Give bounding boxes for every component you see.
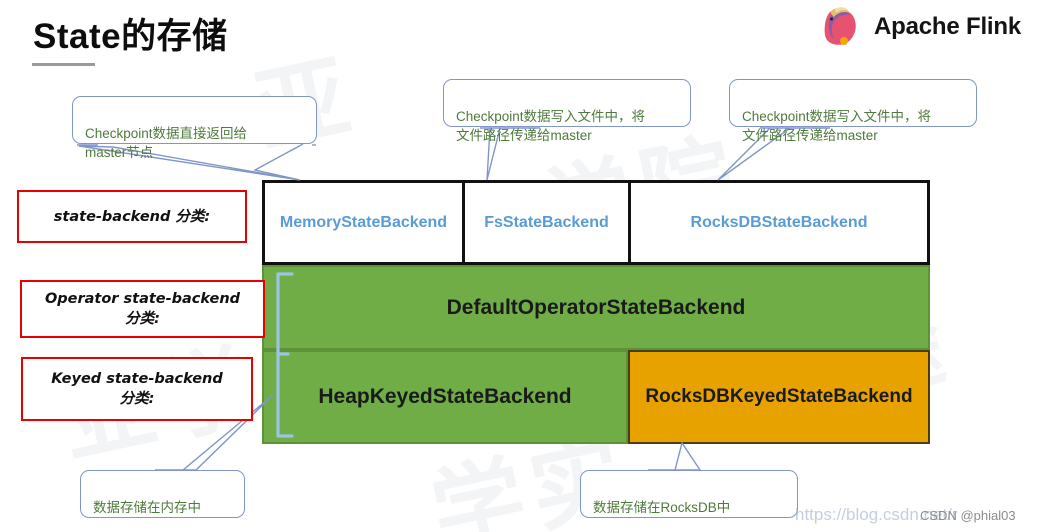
brand-name: Apache Flink — [874, 13, 1021, 40]
callout-text: Checkpoint数据写入文件中，将 文件路径传递给master — [742, 109, 932, 143]
state-backend-row: MemoryStateBackend FsStateBackend RocksD… — [262, 180, 930, 265]
callout-memory-backend-note: Checkpoint数据直接返回给 master节点 — [72, 96, 317, 160]
box-heap-keyed-state-backend[interactable]: HeapKeyedStateBackend — [262, 350, 628, 444]
box-label: RocksDBStateBackend — [690, 213, 868, 231]
box-memory-state-backend[interactable]: MemoryStateBackend — [265, 183, 465, 262]
csdn-url-watermark: https://blog.csdn.net/r — [795, 505, 958, 524]
state-backend-diagram: MemoryStateBackend FsStateBackend RocksD… — [262, 180, 930, 444]
box-rocksdb-keyed-state-backend[interactable]: RocksDBKeyedStateBackend — [628, 350, 930, 444]
label-text: state-backend 分类: — [53, 208, 211, 225]
title-underline — [32, 63, 95, 66]
callout-text: Checkpoint数据写入文件中，将 文件路径传递给master — [456, 109, 646, 143]
box-label: MemoryStateBackend — [279, 213, 448, 231]
box-label: DefaultOperatorStateBackend — [446, 295, 746, 319]
brand: Apache Flink — [818, 6, 1021, 48]
label-state-backend-category: state-backend 分类: — [17, 190, 247, 243]
keyed-state-backend-row: HeapKeyedStateBackend RocksDBKeyedStateB… — [262, 350, 930, 444]
callout-heap-storage-note: 数据存储在内存中 — [80, 470, 245, 518]
box-rocksdb-state-backend[interactable]: RocksDBStateBackend — [631, 183, 927, 262]
label-keyed-state-backend-category: Keyed state-backend 分类: — [21, 357, 253, 421]
label-text: Keyed state-backend 分类: — [51, 371, 223, 407]
flink-squirrel-icon — [818, 6, 864, 48]
csdn-author-watermark: CSDN @phial03 — [920, 508, 1016, 523]
callout-rocksdb-storage-note: 数据存储在RocksDB中 — [580, 470, 798, 518]
label-text: Operator state-backend 分类: — [44, 291, 241, 327]
callout-rocksdb-backend-note: Checkpoint数据写入文件中，将 文件路径传递给master — [729, 79, 977, 143]
grouping-bracket-icon — [276, 272, 294, 438]
callout-text: 数据存储在RocksDB中 — [593, 500, 731, 515]
callout-fs-backend-note: Checkpoint数据写入文件中，将 文件路径传递给master — [443, 79, 691, 143]
box-fs-state-backend[interactable]: FsStateBackend — [465, 183, 631, 262]
callout-text: Checkpoint数据直接返回给 master节点 — [85, 126, 248, 160]
box-label: HeapKeyedStateBackend — [318, 385, 572, 408]
box-default-operator-state-backend[interactable]: DefaultOperatorStateBackend — [262, 265, 930, 350]
label-operator-state-backend-category: Operator state-backend 分类: — [20, 280, 265, 338]
callout-text: 数据存储在内存中 — [93, 500, 201, 515]
page-title: State的存储 — [33, 17, 228, 56]
box-label: FsStateBackend — [484, 213, 609, 231]
box-label: RocksDBKeyedStateBackend — [645, 386, 913, 407]
